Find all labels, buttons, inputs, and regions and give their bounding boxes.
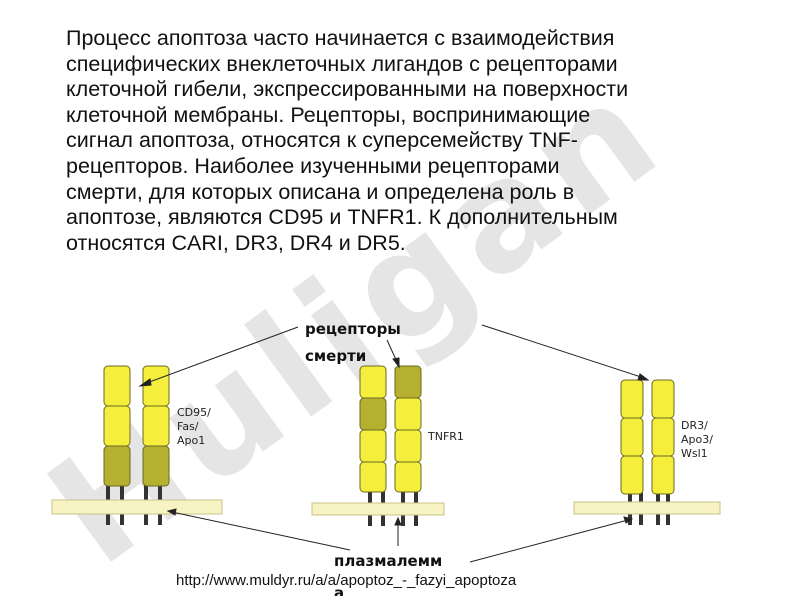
- receptor1-subunit: [103, 445, 131, 487]
- receptor1-subunit: [103, 365, 131, 407]
- receptor1-subunit: [103, 405, 131, 447]
- receptor2-subunit: [394, 461, 422, 493]
- annotation-arrows: [138, 324, 650, 563]
- receptor2-subunit: [359, 365, 387, 399]
- label-membrane: плазмалемм: [334, 552, 443, 570]
- receptor2-subunit: [394, 429, 422, 463]
- receptor1-subunit: [142, 445, 170, 487]
- receptor3-subunit: [651, 417, 675, 457]
- source-url: http://www.muldyr.ru/a/a/apoptoz_-_fazyi…: [176, 572, 517, 589]
- receptors-group: [103, 365, 675, 526]
- receptor1-label: CD95/ Fas/ Apo1: [177, 406, 211, 447]
- receptor2-subunit: [394, 397, 422, 431]
- receptor1-subunit: [142, 405, 170, 447]
- label-receptors-line2: смерти: [305, 347, 367, 365]
- receptor2-subunit: [359, 429, 387, 463]
- receptor3-subunit: [651, 379, 675, 419]
- membrane-3: [573, 501, 721, 515]
- receptor-diagram: [51, 324, 721, 563]
- membrane-1: [51, 499, 223, 515]
- label-membrane-tail: а: [334, 584, 345, 596]
- main-paragraph: Процесс апоптоза часто начинается с взаи…: [66, 26, 629, 255]
- receptor2-label: TNFR1: [428, 430, 464, 443]
- receptor2-subunit: [359, 461, 387, 493]
- receptor1-subunit: [142, 365, 170, 407]
- membrane-2: [311, 502, 445, 516]
- receptor3-label: DR3/ Apo3/ Wsl1: [681, 419, 713, 460]
- receptor2-subunit: [394, 365, 422, 399]
- receptor3-subunit: [620, 455, 644, 495]
- receptor3-subunit: [620, 379, 644, 419]
- receptor2-subunit: [359, 397, 387, 431]
- receptor3-subunit: [651, 455, 675, 495]
- receptor3-subunit: [620, 417, 644, 457]
- label-receptors-line1: рецепторы: [305, 320, 401, 338]
